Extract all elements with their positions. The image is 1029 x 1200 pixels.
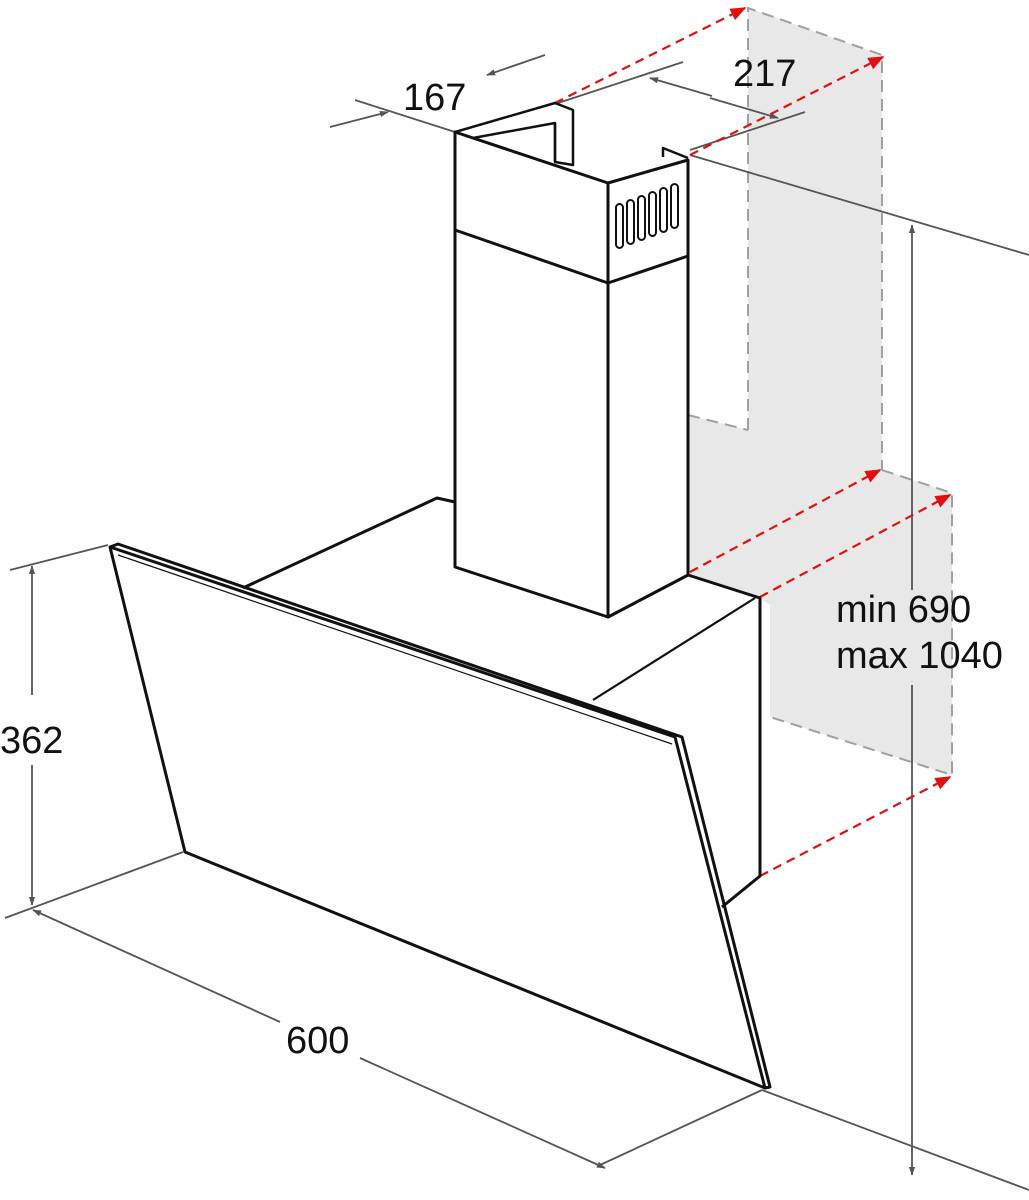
- glass-panel: [108, 542, 772, 1090]
- chimney-depth-label: 167: [403, 77, 466, 119]
- fixing-arrow-mid-1: [689, 469, 882, 573]
- fixing-arrows: [554, 7, 952, 877]
- fixing-arrow-top-2: [689, 56, 885, 156]
- chimney-width-label: 217: [733, 53, 796, 95]
- fixing-arrow-low: [759, 776, 952, 877]
- hood-height-dimension: [4, 544, 184, 919]
- chimney-width-dimension: [554, 61, 806, 151]
- hood-width-dimension: [32, 909, 763, 1169]
- chimney-front: [453, 130, 610, 619]
- height-dimension: [689, 154, 1029, 1191]
- hood-height-label: 362: [0, 720, 63, 762]
- hood-width-label: 600: [286, 1020, 349, 1062]
- hood-top-surface: [242, 496, 456, 590]
- chimney-side: [606, 158, 690, 619]
- fixing-arrow-mid-2: [759, 494, 952, 598]
- height-max-label: max 1040: [836, 635, 1003, 677]
- fixing-arrow-top-1: [554, 7, 747, 104]
- chimney: [453, 101, 690, 619]
- chimney-vent-grille: [615, 183, 679, 249]
- wall-panel-lower: [688, 417, 953, 777]
- wall-panel-upper: [687, 6, 883, 470]
- chimney-depth-dimension: [329, 54, 546, 133]
- height-min-label: min 690: [836, 589, 971, 631]
